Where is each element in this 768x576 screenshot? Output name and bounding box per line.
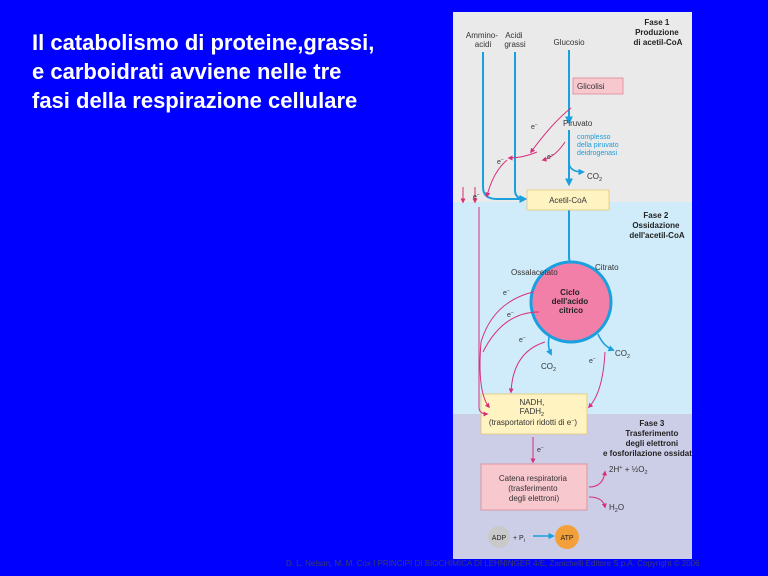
phase2-label: Fase 2 Ossidazione dell'acetil-CoA xyxy=(629,211,684,240)
carriers-box xyxy=(480,393,588,435)
co2-branch-flow xyxy=(568,161,585,176)
pyruvate-label: Piruvato xyxy=(563,119,593,128)
glycolysis-label: Glicolisi xyxy=(577,82,605,91)
atp-bubble xyxy=(555,525,579,549)
fattyacids-label: Acidi grassi xyxy=(504,31,526,49)
aminoacids-label: Ammino- acidi xyxy=(466,31,500,49)
respiratory-chain-box xyxy=(480,463,588,511)
respiratory-chain-label: Catena respiratoria (trasferimento degli… xyxy=(499,474,569,503)
electron-labels: e− e− e− e− e− e− e− e− e− xyxy=(473,122,596,454)
svg-text:e−: e− xyxy=(503,288,510,297)
acetylcoa-box xyxy=(526,189,610,211)
cycle-label: Ciclo dell'acido citrico xyxy=(552,288,591,315)
glycolysis-box xyxy=(572,77,624,95)
phase3-label: Fase 3 Trasferimento degli elettroni e f… xyxy=(603,419,692,458)
phase1-label: Fase 1 Produzione di acetil-CoA xyxy=(634,18,683,47)
title-line-2: e carboidrati avviene nelle tre xyxy=(32,59,342,84)
co2-label-cycle-1: CO2 xyxy=(541,362,556,373)
citric-acid-cycle xyxy=(529,260,613,344)
svg-text:e−: e− xyxy=(497,157,504,166)
fatty-flow xyxy=(514,52,526,200)
pdh-label: complesso della piruvato deidrogenasi xyxy=(577,134,621,157)
adp-label: ADP xyxy=(492,535,507,542)
copyright-footer: D. L. Nelson, M. M. Cox I PRINCIPI DI BI… xyxy=(286,559,700,568)
svg-text:e−: e− xyxy=(531,122,538,131)
svg-text:e−: e− xyxy=(507,310,514,319)
svg-text:e−: e− xyxy=(537,445,544,454)
oxaloacetate-label: Ossalacetato xyxy=(511,268,558,277)
adp-bubble xyxy=(488,526,510,548)
svg-text:e−: e− xyxy=(547,152,554,161)
svg-text:e−: e− xyxy=(473,192,480,201)
co2-label-cycle-2: CO2 xyxy=(615,349,630,360)
cycle-co2-flow-2 xyxy=(597,333,615,352)
citrate-label: Citrato xyxy=(595,263,619,272)
atp-label: ATP xyxy=(560,535,573,542)
slide-title: Il catabolismo di proteine,grassi, e car… xyxy=(32,28,442,115)
pi-label: + Pi xyxy=(513,535,525,544)
oxygen-equation: 2H+ + ½O2 xyxy=(609,465,648,476)
water-label: H2O xyxy=(609,503,624,514)
title-line-3: fasi della respirazione cellulare xyxy=(32,88,358,113)
svg-text:e−: e− xyxy=(589,356,596,365)
glucose-label: Glucosio xyxy=(553,38,585,47)
svg-text:e−: e− xyxy=(519,335,526,344)
respiration-diagram: Fase 1 Produzione di acetil-CoA Fase 2 O… xyxy=(453,12,692,559)
title-line-1: Il catabolismo di proteine,grassi, xyxy=(32,30,375,55)
electron-arrows xyxy=(460,107,608,509)
co2-label-top: CO2 xyxy=(587,172,602,183)
carriers-label: NADH, FADH2 (trasportatori ridotti di e−… xyxy=(489,398,577,427)
acetylcoa-label: Acetil-CoA xyxy=(549,196,587,205)
